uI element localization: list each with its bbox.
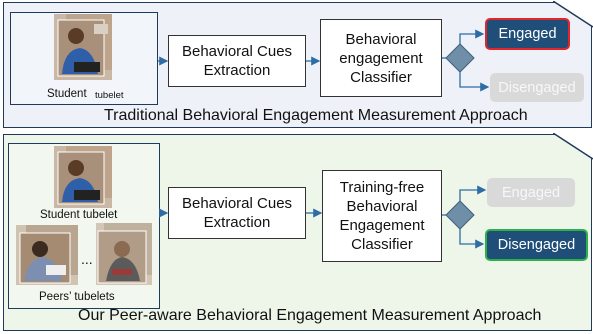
behavioral-cues-box-bottom: Behavioral Cues Extraction xyxy=(168,187,306,239)
output-engaged-bottom: Engaged xyxy=(487,178,575,207)
student-label-main: Student xyxy=(47,88,87,100)
student-tubelet-label: Student tubelet xyxy=(40,209,118,221)
output-disengaged-top: Disengaged xyxy=(490,73,584,102)
peers-ellipsis: ... xyxy=(81,251,93,267)
student-tubelet-image xyxy=(54,14,112,80)
engagement-classifier-box-top: Behavioral engagement Classifier xyxy=(320,19,442,97)
peers-tubelets-label: Peers’ tubelets xyxy=(39,291,115,303)
output-engaged-top: Engaged xyxy=(485,18,570,50)
caption-peer-aware-approach: Our Peer-aware Behavioral Engagement Mea… xyxy=(78,307,542,324)
peer-tubelet-image-1 xyxy=(16,225,78,285)
training-free-classifier-box: Training-free Behavioral Engagement Clas… xyxy=(322,170,442,262)
behavioral-cues-box-top: Behavioral Cues Extraction xyxy=(168,35,306,87)
student-label-sub: tubelet xyxy=(95,90,124,101)
output-disengaged-bottom: Disengaged xyxy=(485,229,588,261)
caption-traditional-approach: Traditional Behavioral Engagement Measur… xyxy=(104,107,528,124)
panel-corner-notch xyxy=(553,133,593,160)
student-tubelet-image-bottom xyxy=(54,146,112,208)
panel-corner-notch xyxy=(553,1,593,28)
peer-tubelet-image-2 xyxy=(96,223,152,285)
